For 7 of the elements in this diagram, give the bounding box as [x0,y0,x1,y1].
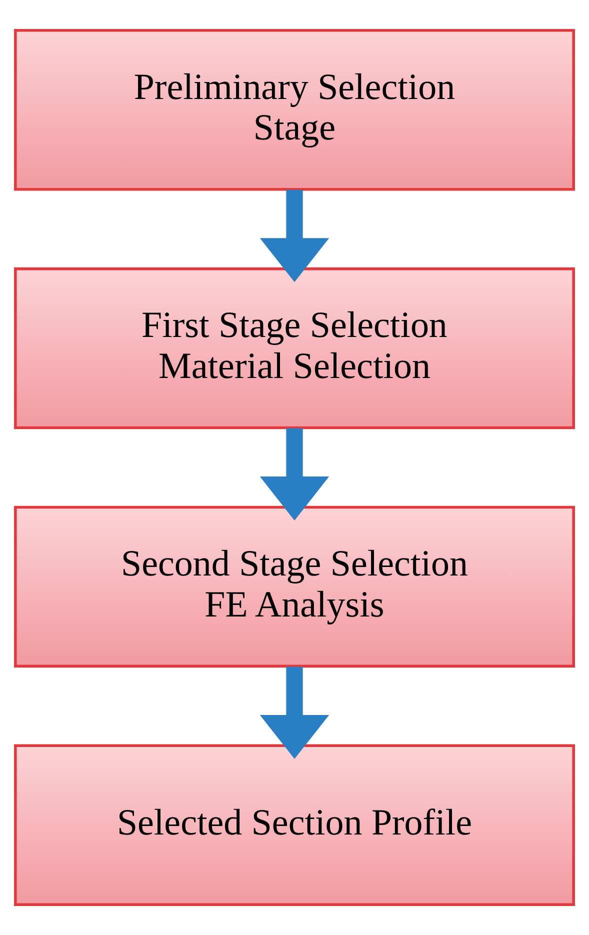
arrow [260,428,330,520]
arrow [260,666,330,759]
node-box: Second Stage Selection FE Analysis [14,506,575,668]
node-box: Selected Section Profile [14,744,575,906]
node-box: First Stage Selection Material Selection [14,267,575,430]
arrow [260,190,330,282]
node-box: Preliminary Selection Stage [14,29,575,191]
